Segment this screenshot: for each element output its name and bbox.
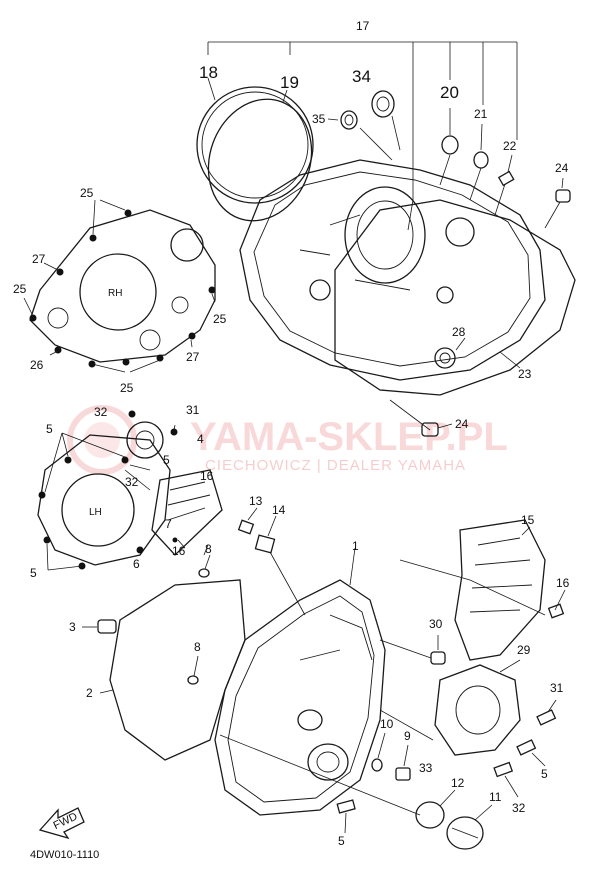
callout-c6: 6	[133, 557, 140, 571]
callout-c2: 2	[86, 686, 93, 700]
callout-c19: 19	[280, 73, 299, 92]
callout-c16b: 16	[172, 544, 186, 558]
callout-c11: 11	[489, 790, 502, 804]
seal-34	[371, 90, 395, 118]
callout-c5c: 5	[30, 566, 37, 580]
oring-12	[219, 734, 456, 829]
seal-35	[327, 110, 358, 130]
oring-10	[371, 732, 386, 772]
callout-c23: 23	[518, 367, 532, 381]
oring-8b	[187, 655, 199, 685]
bolt-32c	[493, 761, 519, 798]
callout-c8a: 8	[205, 542, 212, 556]
callout-c22: 22	[503, 139, 517, 153]
callout-c7: 7	[165, 517, 172, 531]
callout-c5a: 5	[46, 422, 53, 436]
callout-c10: 10	[380, 717, 394, 731]
bolt-5e	[336, 799, 356, 834]
callout-c16a: 16	[200, 469, 214, 483]
clamp-14	[254, 515, 306, 616]
plug-9	[395, 744, 411, 781]
callout-c32b: 32	[125, 475, 139, 489]
panel-rh-label: RH	[108, 288, 122, 299]
callout-c17: 17	[356, 19, 370, 33]
callout-c25c: 25	[213, 312, 227, 326]
watermark-subtitle: CIECHOWICZ | DEALER YAMAHA	[205, 457, 466, 474]
callout-c31a: 31	[186, 403, 200, 417]
reference-code: 4DW010-1110	[30, 849, 99, 861]
callout-c15: 15	[521, 513, 535, 527]
panel-lh: LH	[37, 410, 223, 571]
panel-rh: RH	[23, 199, 216, 373]
callout-c18: 18	[199, 63, 218, 82]
callout-c13: 13	[249, 494, 263, 508]
callout-c28: 28	[452, 325, 466, 339]
gasket-2	[99, 579, 246, 761]
callout-c32a: 32	[94, 405, 108, 419]
callout-c27b: 27	[186, 350, 200, 364]
fwd-arrow-icon: FWD	[38, 807, 85, 840]
sprocket-cover-15	[399, 519, 566, 661]
washer-21	[473, 123, 489, 169]
callout-c5b: 5	[163, 453, 170, 467]
callout-c5e: 5	[338, 834, 345, 848]
callout-c24a: 24	[555, 161, 569, 175]
watermark-title: YAMA-SKLEP.PL	[190, 415, 508, 459]
callout-c25b: 25	[13, 282, 27, 296]
bolt-5d	[516, 739, 546, 767]
callout-c20: 20	[440, 83, 459, 102]
callout-c27a: 27	[32, 252, 46, 266]
bolt-16c	[547, 603, 565, 619]
callout-c32c: 32	[512, 801, 526, 815]
crankcase-cover-right	[239, 159, 546, 381]
gasket-23	[334, 199, 576, 396]
callout-c34: 34	[352, 67, 371, 86]
watermark-logo-icon	[67, 405, 137, 475]
cap-11	[446, 804, 493, 850]
bolt-22	[497, 154, 515, 187]
dowel-30	[379, 635, 446, 665]
bolt-31b	[536, 699, 557, 726]
bolt-13	[237, 507, 258, 535]
callout-c31b: 31	[550, 681, 564, 695]
callout-c14: 14	[272, 503, 286, 517]
callout-c12: 12	[451, 776, 465, 790]
callout-c24b: 24	[455, 417, 469, 431]
callout-c21: 21	[474, 107, 488, 121]
callout-c9: 9	[404, 729, 411, 743]
callout-c5d: 5	[541, 767, 548, 781]
callout-c35: 35	[312, 112, 326, 126]
oring-8a	[198, 554, 211, 578]
callout-c25a: 25	[80, 186, 94, 200]
bracket-17	[207, 41, 518, 200]
fwd-label: FWD	[52, 811, 80, 832]
bearing-28	[434, 337, 466, 369]
callout-c30: 30	[429, 617, 443, 631]
gasket-18	[196, 77, 314, 204]
callout-c8b: 8	[194, 640, 201, 654]
callout-c33: 33	[419, 761, 433, 775]
dowel-3	[82, 619, 117, 634]
callout-c16c: 16	[556, 576, 570, 590]
watermark: YAMA-SKLEP.PL CIECHOWICZ | DEALER YAMAHA	[67, 405, 508, 475]
callout-c25d: 25	[120, 381, 134, 395]
dowel-24b	[421, 422, 453, 437]
callout-c26: 26	[30, 358, 44, 372]
crankcase-cover-left	[214, 547, 386, 816]
dowel-24a	[555, 177, 571, 203]
oring-19	[207, 89, 313, 222]
callout-c29: 29	[517, 643, 531, 657]
callout-c3: 3	[69, 620, 76, 634]
plug-20	[441, 108, 459, 155]
callout-c1: 1	[352, 539, 359, 553]
callout-c4: 4	[197, 432, 204, 446]
cover-29	[379, 659, 521, 756]
panel-lh-label: LH	[89, 507, 102, 518]
